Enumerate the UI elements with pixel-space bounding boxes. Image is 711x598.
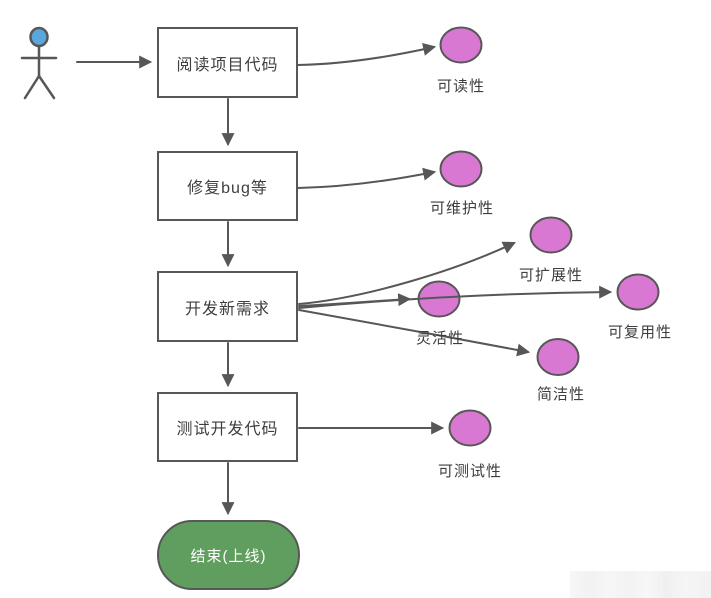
quality-label-readability: 可读性 <box>436 78 486 95</box>
process-node-label: 开发新需求 <box>184 300 270 318</box>
process-node-label: 阅读项目代码 <box>176 56 279 74</box>
quality-circle-simplicity[interactable] <box>536 338 580 376</box>
quality-label-reusability: 可复用性 <box>607 324 673 341</box>
arrow-dev-to-simplicity <box>298 309 531 357</box>
quality-label-flexibility: 灵活性 <box>415 330 465 347</box>
quality-circle-maintainability[interactable] <box>439 150 483 188</box>
quality-label-extensibility: 可扩展性 <box>518 267 584 284</box>
arrow-fix-to-maintainability <box>297 167 437 189</box>
watermark <box>570 571 711 598</box>
quality-label-testability: 可测试性 <box>437 463 503 480</box>
process-node-label: 修复bug等 <box>187 180 268 197</box>
arrow-dev-to-extensibility <box>298 241 516 305</box>
process-node-fix-bugs[interactable]: 修复bug等 <box>157 151 298 221</box>
quality-label-simplicity: 简洁性 <box>536 386 586 403</box>
end-node-online[interactable]: 结束(上线) <box>157 520 300 590</box>
process-node-read-code[interactable]: 阅读项目代码 <box>157 27 298 98</box>
quality-circle-readability[interactable] <box>439 26 483 64</box>
process-node-test-code[interactable]: 测试开发代码 <box>157 392 298 462</box>
quality-circle-testability[interactable] <box>448 409 492 447</box>
actor-head <box>29 26 49 48</box>
quality-circle-extensibility[interactable] <box>529 216 573 254</box>
arrow-dev-to-reusability <box>298 285 613 309</box>
actor-icon[interactable] <box>20 26 58 100</box>
process-node-label: 测试开发代码 <box>176 421 279 438</box>
quality-circle-reusability[interactable] <box>616 273 660 311</box>
quality-label-maintainability: 可维护性 <box>429 200 495 217</box>
arrow-read-to-readability <box>297 43 437 66</box>
process-node-new-features[interactable]: 开发新需求 <box>157 271 298 342</box>
end-node-label: 结束(上线) <box>190 547 267 565</box>
